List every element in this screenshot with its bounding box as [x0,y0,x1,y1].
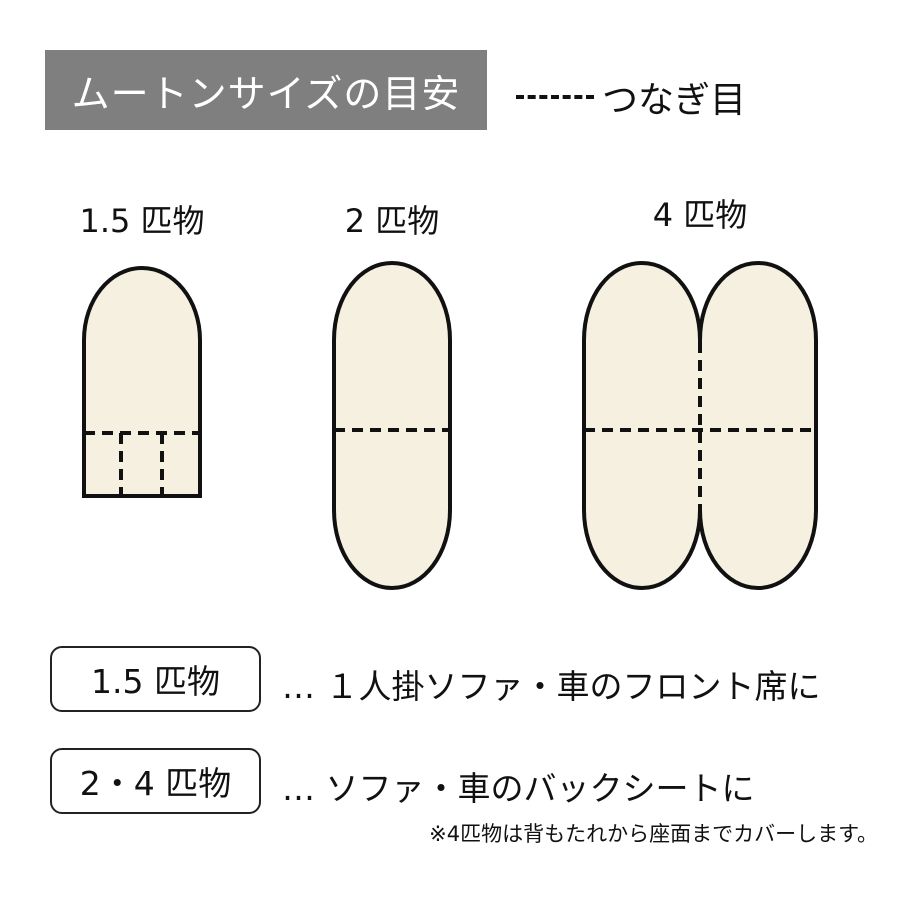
shape-1-5-icon [82,265,202,498]
legend-label: つなぎ目 [602,80,747,121]
usage-description-2-4: … ソファ・車のバックシートに [282,769,755,808]
header-title: ムートンサイズの目安 [71,71,461,116]
tag-1-5: 1.5 匹物 [50,646,261,712]
tag-1-5-label: 1.5 匹物 [91,662,220,701]
seam-legend: つなぎ目 [516,72,746,122]
usage-description-1-5: … １人掛ソファ・車のフロント席に [282,667,821,706]
usage-note: ※4匹物は背もたれから座面までカバーします。 [429,822,878,846]
dashed-line-icon [516,95,594,99]
tag-2-4-label: 2・4 匹物 [79,764,232,803]
tag-2-4: 2・4 匹物 [50,748,261,814]
shape-2-icon [332,260,452,591]
shape-4-icon [582,260,818,591]
header-banner: ムートンサイズの目安 [45,50,487,130]
shape-label-2: 2 匹物 [344,202,440,240]
shape-label-4: 4 匹物 [652,196,748,234]
shape-label-1-5: 1.5 匹物 [79,202,205,240]
